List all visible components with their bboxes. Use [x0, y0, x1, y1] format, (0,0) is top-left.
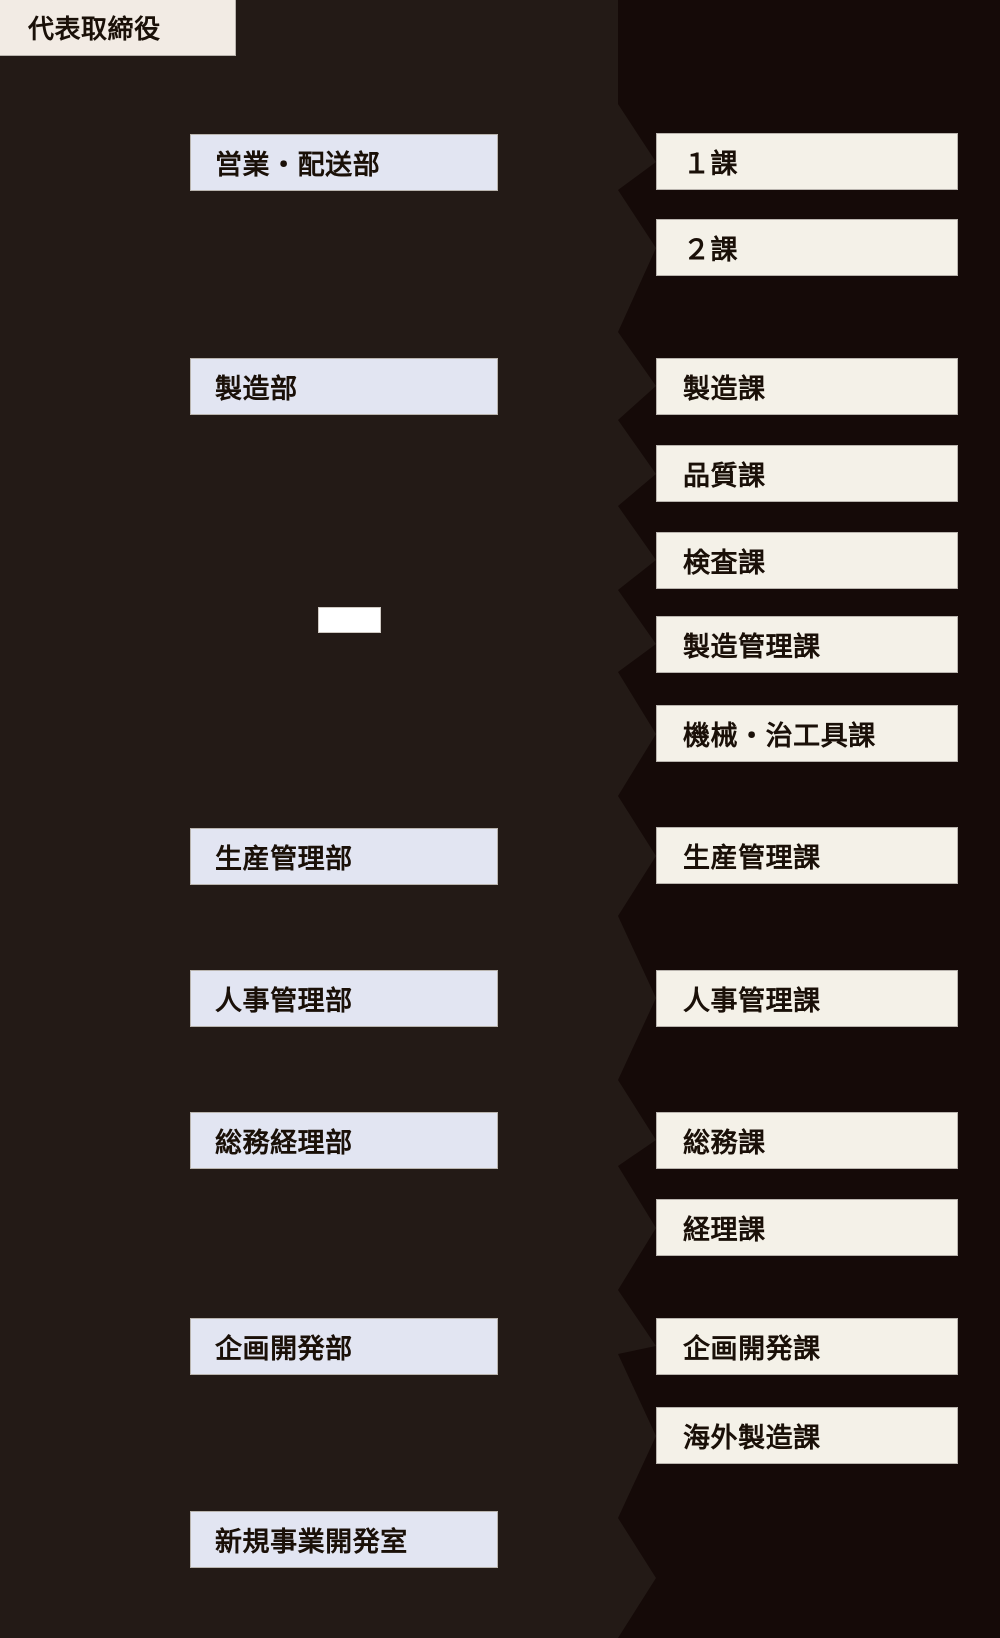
node-president-label: 代表取締役	[28, 15, 161, 45]
node-president[interactable]: 代表取締役	[0, 0, 236, 56]
node-section-label: 品質課	[683, 461, 766, 492]
node-department-production-control[interactable]: 生産管理部	[190, 828, 498, 885]
node-section-label: 経理課	[683, 1215, 766, 1246]
node-department-label: 新規事業開発室	[215, 1527, 408, 1558]
node-blank-connector	[318, 607, 381, 633]
node-section-label: 製造管理課	[683, 632, 821, 663]
right-arrow-edge	[0, 0, 656, 1638]
node-section-label: 総務課	[683, 1128, 766, 1159]
node-section-label: 製造課	[683, 374, 766, 405]
node-section-manufacturing-control[interactable]: 製造管理課	[656, 616, 958, 673]
node-section-label: 機械・治工具課	[683, 721, 876, 752]
node-department-planning-development[interactable]: 企画開発部	[190, 1318, 498, 1375]
node-section-label: 検査課	[683, 548, 766, 579]
node-section-label: 人事管理課	[683, 986, 821, 1017]
node-department-manufacturing[interactable]: 製造部	[190, 358, 498, 415]
node-section-accounting[interactable]: 経理課	[656, 1199, 958, 1256]
node-department-hr[interactable]: 人事管理部	[190, 970, 498, 1027]
node-section-label: 海外製造課	[683, 1423, 821, 1454]
node-department-new-business-development-office[interactable]: 新規事業開発室	[190, 1511, 498, 1568]
node-department-label: 企画開発部	[215, 1334, 353, 1365]
node-section-quality[interactable]: 品質課	[656, 445, 958, 502]
node-section-production-control[interactable]: 生産管理課	[656, 827, 958, 884]
node-department-general-affairs-accounting[interactable]: 総務経理部	[190, 1112, 498, 1169]
node-section-hr[interactable]: 人事管理課	[656, 970, 958, 1027]
node-section-label: ２課	[683, 235, 739, 266]
node-section-1[interactable]: １課	[656, 133, 958, 190]
node-department-label: 営業・配送部	[215, 150, 381, 181]
node-department-label: 人事管理部	[215, 986, 353, 1017]
node-section-planning-development[interactable]: 企画開発課	[656, 1318, 958, 1375]
node-section-manufacturing[interactable]: 製造課	[656, 358, 958, 415]
node-section-general-affairs[interactable]: 総務課	[656, 1112, 958, 1169]
node-section-inspection[interactable]: 検査課	[656, 532, 958, 589]
node-section-overseas-manufacturing[interactable]: 海外製造課	[656, 1407, 958, 1464]
node-department-label: 製造部	[215, 374, 298, 405]
node-department-label: 総務経理部	[215, 1128, 353, 1159]
node-section-machinery-jigs-tools[interactable]: 機械・治工具課	[656, 705, 958, 762]
node-section-label: 企画開発課	[683, 1334, 821, 1365]
node-department-label: 生産管理部	[215, 844, 353, 875]
node-section-2[interactable]: ２課	[656, 219, 958, 276]
node-section-label: １課	[683, 149, 739, 180]
node-section-label: 生産管理課	[683, 843, 821, 874]
node-department-sales-delivery[interactable]: 営業・配送部	[190, 134, 498, 191]
